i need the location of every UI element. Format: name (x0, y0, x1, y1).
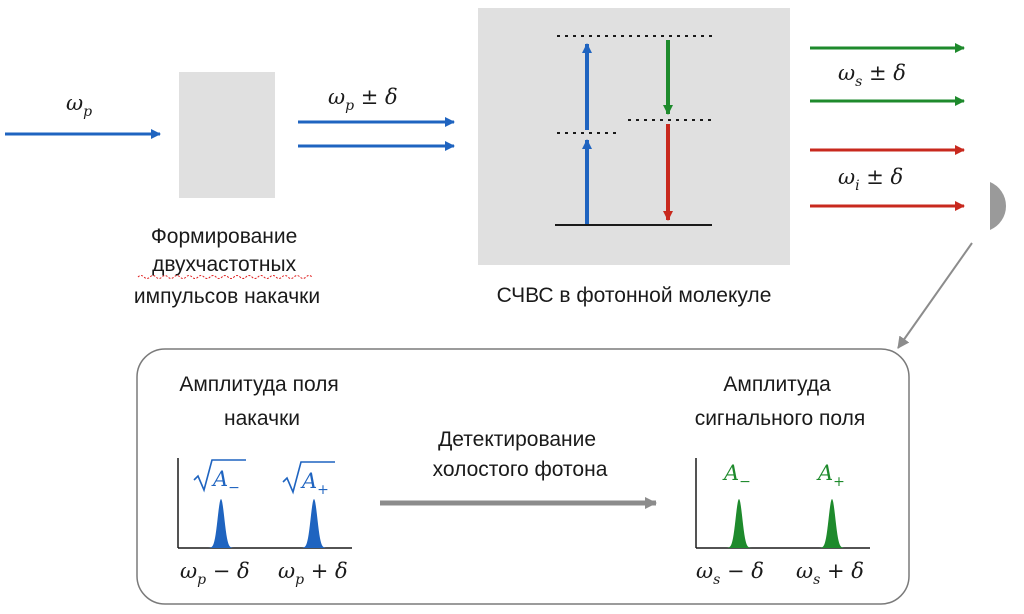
energy-level-diagram (555, 35, 712, 226)
pump-axis-left-label: ωp − δ (180, 559, 250, 588)
pump-peak-right-label: A+ (282, 461, 335, 498)
signal-amplitude-title: Амплитуда сигнального поля (695, 373, 866, 430)
signal-output-beams: ωs ± δ (810, 43, 965, 106)
signal-peak-left-label: A− (722, 461, 751, 490)
two-frequency-pump-beams: ωp ± δ (298, 85, 455, 151)
signal-frequency-label: ωs ± δ (838, 61, 906, 90)
input-pump-beam: ωp (5, 91, 161, 139)
sqrt-sign-left (193, 459, 246, 493)
two-frequency-label: ωp ± δ (328, 85, 398, 114)
idler-frequency-label: ωi ± δ (838, 165, 903, 194)
input-frequency-label: ωp (66, 91, 92, 120)
pump-spectrum-plot: A− A+ ωp − δ ωp + δ (177, 458, 352, 588)
idler-detection-label: Детектирование холостого фотона (433, 428, 608, 481)
signal-peak-right (814, 499, 850, 548)
detector-to-panel-arrow (897, 242, 973, 349)
pump-amp-right-text: A+ (300, 469, 329, 498)
signal-spectrum-plot: A− A+ ωs − δ ωs + δ (695, 458, 870, 588)
pump-peak-right (296, 499, 332, 548)
signal-peak-left (721, 499, 757, 548)
molecule-caption: СЧВС в фотонной молекуле (497, 284, 772, 307)
signal-axis-left-label: ωs − δ (696, 559, 764, 588)
photonic-molecule-box (478, 8, 790, 265)
pump-amp-left-text: A− (211, 467, 240, 496)
pump-amplitude-title: Амплитуда поля накачки (179, 373, 344, 430)
pump-axis-right-label: ωp + δ (278, 559, 348, 588)
pulse-shaper-caption: Формирование двухчастотных импульсов нак… (134, 225, 320, 308)
detector-icon (990, 182, 1006, 230)
result-panel (136, 348, 910, 605)
pulse-shaper-box (179, 72, 275, 198)
idler-output-beams: ωi ± δ (810, 145, 965, 211)
pump-peak-left (203, 499, 239, 548)
signal-axis-right-label: ωs + δ (796, 559, 864, 588)
sqrt-sign-right (282, 461, 335, 495)
pump-peak-left-label: A− (193, 459, 246, 496)
spellcheck-underline (137, 275, 313, 279)
signal-peak-right-label: A+ (816, 461, 845, 490)
